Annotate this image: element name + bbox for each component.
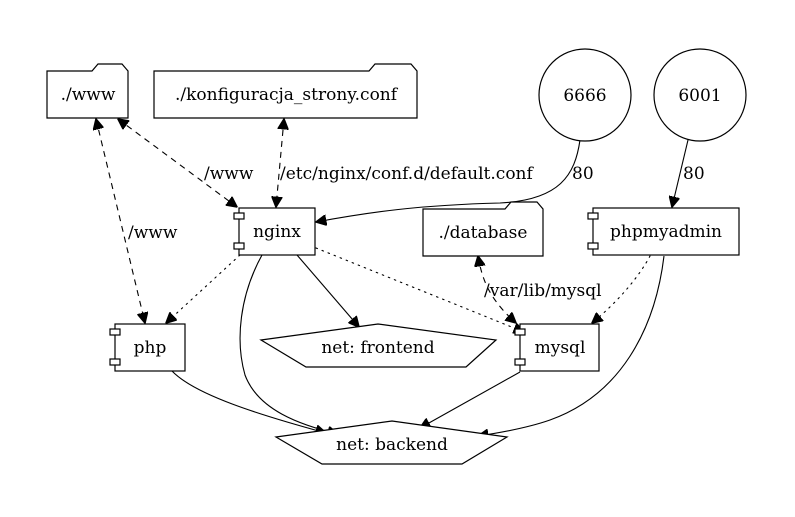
node-label: ./www [61, 85, 116, 105]
folder-icon [422, 201, 544, 257]
node-nginx: nginx [233, 207, 316, 256]
component-tab-icon [587, 242, 599, 250]
edge-nginx-backend [239, 254, 338, 434]
node-label: 6666 [563, 86, 606, 106]
node-port-6666: 6666 [538, 48, 632, 142]
component-tab-icon [109, 328, 121, 336]
node-phpmyadmin: phpmyadmin [587, 207, 740, 256]
node-config-folder: ./konfiguracja_strony.conf [153, 63, 418, 119]
edge-phpmyadmin-backend [478, 255, 665, 436]
edge-www-nginx [118, 119, 237, 207]
edge-6001-phpmyadmin [672, 139, 689, 207]
component-tab-icon [514, 328, 526, 336]
node-php: php [109, 323, 186, 372]
port-circle [538, 48, 632, 142]
component-tab-icon [233, 242, 245, 250]
node-port-6001: 6001 [653, 48, 747, 142]
edge-6666-nginx [316, 139, 581, 222]
network-shape [259, 323, 498, 368]
edge-mysql-backend [420, 371, 521, 428]
component-tab-icon [587, 212, 599, 220]
component-box [114, 323, 186, 372]
node-net-frontend: net: frontend [259, 323, 498, 368]
node-label: ./database [439, 223, 528, 243]
node-label: net: frontend [321, 338, 434, 358]
edge-www-php [96, 119, 145, 323]
edge-nginx-mysql [315, 247, 524, 332]
edge-php-backend [171, 370, 326, 433]
label-database-mysql: /var/lib/mysql [484, 281, 602, 301]
label-6001-phpmyadmin: 80 [683, 164, 705, 184]
edge-nginx-php [166, 254, 241, 323]
node-label: 6001 [678, 86, 721, 106]
node-label: mysql [535, 338, 586, 358]
label-config-nginx: /etc/nginx/conf.d/default.conf [280, 164, 535, 184]
folder-icon [153, 63, 418, 119]
node-label: net: backend [336, 435, 448, 455]
port-circle [653, 48, 747, 142]
component-tab-icon [514, 358, 526, 366]
node-label: phpmyadmin [610, 222, 722, 242]
component-tab-icon [233, 212, 245, 220]
label-www-php: /www [128, 223, 178, 243]
node-net-backend: net: backend [274, 420, 509, 465]
node-www-folder: ./www [46, 63, 129, 119]
node-label: php [134, 338, 167, 358]
edge-config-nginx [276, 119, 284, 207]
network-shape [274, 420, 509, 465]
label-6666-nginx: 80 [572, 164, 594, 184]
label-www-nginx: /www [204, 164, 254, 184]
node-label: nginx [253, 222, 301, 242]
component-box [519, 323, 600, 372]
component-box [592, 207, 740, 256]
node-mysql: mysql [514, 323, 600, 372]
edge-labels: /www /etc/nginx/conf.d/default.conf 80 8… [128, 164, 705, 301]
edge-nginx-frontend [296, 254, 359, 327]
edge-database-mysql [478, 256, 516, 323]
node-database-folder: ./database [422, 201, 544, 257]
edge-phpmyadmin-mysql [592, 255, 651, 323]
component-tab-icon [109, 358, 121, 366]
edges [96, 119, 689, 436]
component-box [238, 207, 316, 256]
folder-icon [46, 63, 129, 119]
node-label: ./konfiguracja_strony.conf [175, 85, 399, 105]
